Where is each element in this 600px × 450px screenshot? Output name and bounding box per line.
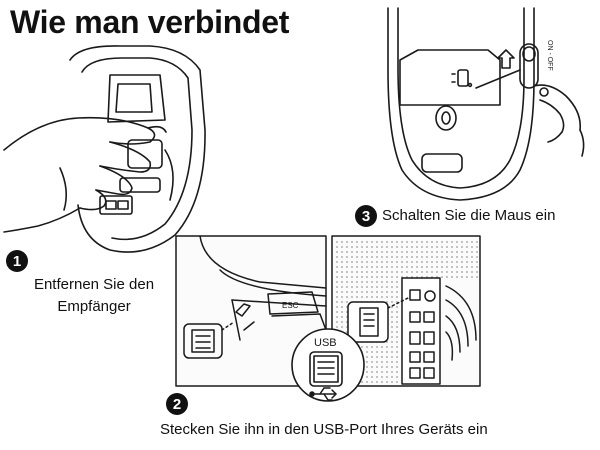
esc-key-label: ESC	[282, 301, 299, 310]
switch-label: ON - OFF	[546, 40, 553, 71]
page-title: Wie man verbindet	[10, 4, 290, 40]
usb-label: USB	[314, 337, 337, 349]
step-3-caption: Schalten Sie die Maus ein	[382, 207, 556, 224]
step-1-number: 1	[6, 250, 28, 272]
step-1-caption: Entfernen Sie den Empfänger	[33, 276, 155, 315]
usb-trident-icon	[309, 387, 337, 401]
step-2-caption: Stecken Sie ihn in den USB-Port Ihres Ge…	[160, 421, 488, 438]
step-3-number: 3	[355, 205, 377, 227]
step-2-number: 2	[166, 393, 188, 415]
